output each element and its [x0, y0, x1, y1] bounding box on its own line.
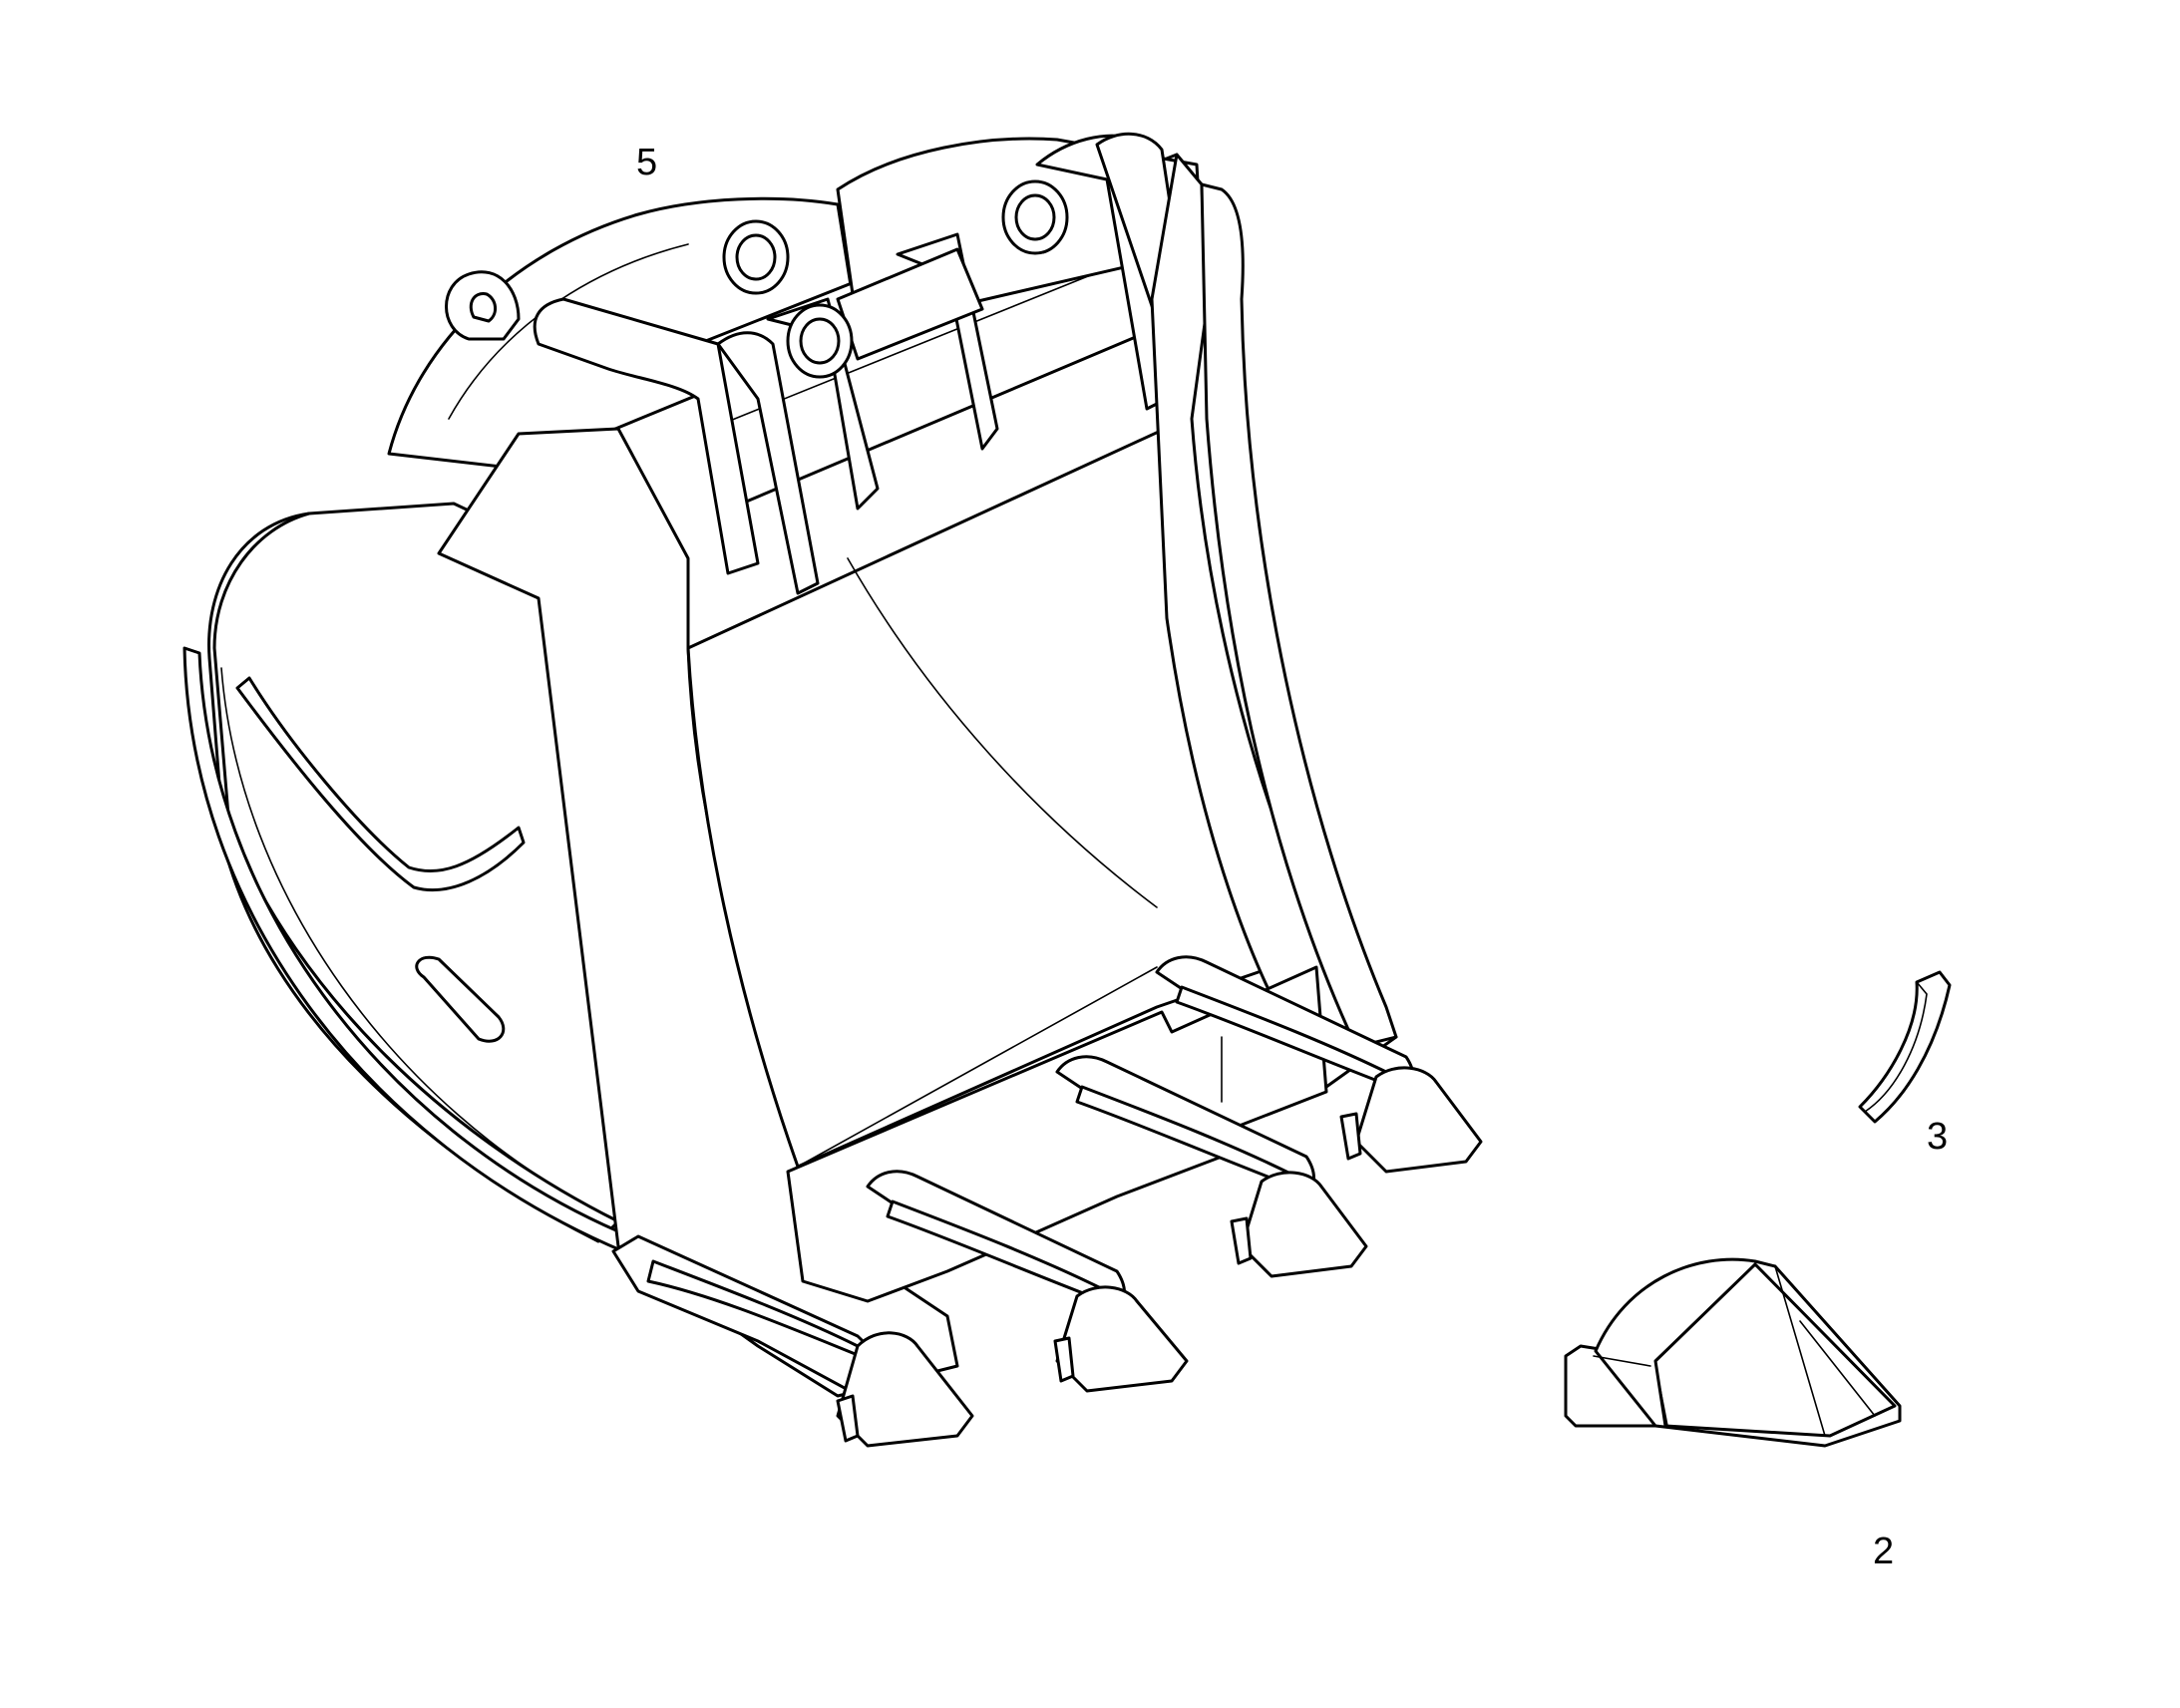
side-strip-inner: [220, 667, 599, 1212]
inner-floor-edge: [797, 966, 1158, 1168]
callout-bucket: 5: [636, 142, 657, 183]
lifting-eye-hole: [469, 292, 497, 323]
right-side-plate-face: [1200, 182, 1398, 1049]
pin-boss-center: [786, 303, 854, 379]
inner-back-curve: [847, 557, 1158, 908]
tooth-adapter-3: [1055, 1055, 1368, 1278]
tooth-tip-on-bucket-1: [836, 1331, 974, 1448]
lock-pin: [1858, 970, 1952, 1124]
tooth-tip-on-bucket-4: [1354, 1066, 1483, 1174]
tooth-tip-on-bucket-3: [1240, 1171, 1368, 1278]
excavator-bucket: [182, 132, 1398, 1398]
mount-ear-left-inner: [716, 331, 820, 595]
tooth-tip-part: [1564, 1257, 1902, 1448]
tooth-tip-on-bucket-2: [1055, 1285, 1189, 1393]
pin-boss-right: [1001, 179, 1069, 255]
tooth-adapter-2: [866, 1170, 1189, 1393]
callout-tooth-tip: 2: [1873, 1531, 1894, 1572]
tooth-adapter-4: [1155, 955, 1483, 1174]
side-reinforcement: [235, 676, 526, 892]
tooth-adapter-1: [611, 1234, 974, 1448]
mount-ear-left-outer: [533, 297, 760, 575]
pin-boss-left: [722, 219, 790, 295]
callout-lock-pin: 3: [1927, 1116, 1948, 1158]
side-slot: [415, 955, 506, 1043]
